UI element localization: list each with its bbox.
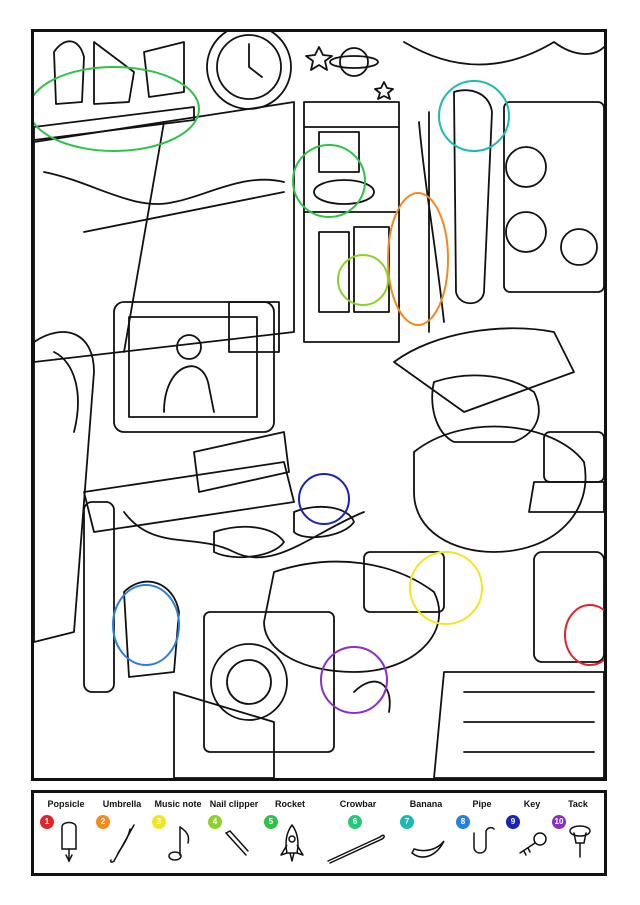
music-note-icon (168, 826, 190, 861)
legend-item-crowbar: Crowbar 6 (318, 799, 398, 873)
window (34, 101, 295, 363)
legend-label: Pipe (472, 799, 492, 809)
answer-circle-key (298, 473, 350, 525)
number-badge: 7 (400, 815, 414, 829)
game-console (83, 461, 295, 533)
number-badge: 5 (264, 815, 278, 829)
plant-toy (93, 41, 135, 105)
legend-item-rocket: Rocket 5 (262, 799, 318, 873)
speaker (203, 611, 335, 753)
crowbar-icon (327, 834, 385, 864)
pipe-icon (473, 826, 495, 854)
number-badge: 6 (348, 815, 362, 829)
number-badge: 10 (552, 815, 566, 829)
legend-item-banana: Banana 7 (398, 799, 454, 873)
answer-circle-tack (320, 646, 388, 714)
legend-label: Key (523, 799, 541, 809)
answer-circle-crowbar (34, 66, 200, 152)
pegboard (503, 101, 604, 293)
answer-circle-rocket (292, 144, 366, 218)
legend-item-music-note: Music note 3 (150, 799, 206, 873)
answer-circle-music-note (409, 551, 483, 625)
answer-circle-umbrella (387, 192, 449, 326)
skateboard (453, 89, 493, 305)
scene-illustration (34, 32, 604, 778)
legend-label: Music note (154, 799, 202, 809)
shelf-unit (303, 101, 400, 343)
pillow-pile (393, 327, 575, 413)
legend-item-popsicle: Popsicle 1 (38, 799, 94, 873)
rocket-icon (280, 824, 304, 862)
legend-label: Nail clipper (209, 799, 259, 809)
number-badge: 8 (456, 815, 470, 829)
laptop-screen (543, 431, 604, 483)
television (113, 301, 275, 433)
legend-label: Tack (568, 799, 588, 809)
answer-circle-pipe (112, 584, 180, 666)
items-to-find-legend: Popsicle 1 Umbrella 2 Music note 3 Nail … (31, 790, 607, 876)
legend-item-pipe: Pipe 8 (454, 799, 510, 873)
answer-circle-popsicle (564, 604, 604, 666)
number-badge: 1 (40, 815, 54, 829)
number-badge: 2 (96, 815, 110, 829)
number-badge: 9 (506, 815, 520, 829)
legend-label: Crowbar (339, 799, 377, 809)
umbrella-icon (110, 824, 135, 863)
blanket (413, 425, 587, 553)
legend-label: Popsicle (47, 799, 85, 809)
legend-item-key: Key 9 (504, 799, 560, 873)
legend-label: Banana (409, 799, 443, 809)
legend-item-nail-clipper: Nail clipper 4 (206, 799, 262, 873)
banana-icon (411, 840, 445, 858)
legend-item-tack: Tack 10 (550, 799, 606, 873)
answer-circle-banana (438, 80, 510, 152)
popsicle-icon (61, 821, 77, 863)
key-icon (519, 832, 547, 856)
nail-clipper-icon (225, 830, 249, 856)
number-badge: 4 (208, 815, 222, 829)
tack-icon (569, 825, 591, 858)
legend-label: Rocket (274, 799, 305, 809)
answer-circle-nail-clipper (337, 254, 389, 306)
top-shelf (34, 106, 195, 141)
number-badge: 3 (152, 815, 166, 829)
hidden-objects-scene (31, 29, 607, 781)
legend-item-umbrella: Umbrella 2 (94, 799, 150, 873)
robot-toy (53, 40, 85, 105)
legend-label: Umbrella (102, 799, 142, 809)
